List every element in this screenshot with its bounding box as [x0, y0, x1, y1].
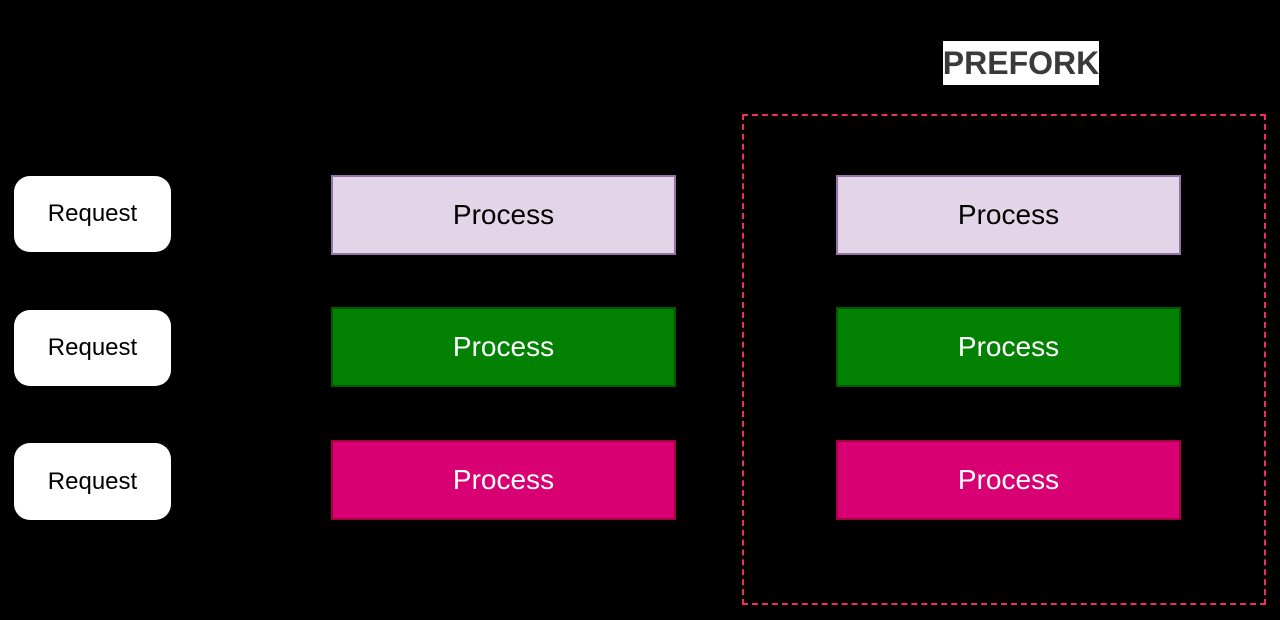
request-box: Request — [14, 310, 171, 386]
process-box-prefork: Process — [836, 440, 1181, 520]
process-label: Process — [957, 199, 1060, 230]
process-label: Process — [957, 331, 1060, 362]
request-label: Request — [47, 467, 138, 495]
request-box: Request — [14, 443, 171, 520]
request-label: Request — [47, 200, 138, 227]
prefork-group-outline — [742, 114, 1266, 605]
process-box-middle: Process — [331, 175, 676, 255]
prefork-title: PREFORK — [943, 41, 1099, 85]
request-box: Request — [14, 176, 171, 252]
prefork-title-label: PREFORK — [942, 44, 1100, 81]
request-label: Request — [47, 334, 138, 361]
process-label: Process — [957, 464, 1060, 495]
process-box-prefork: Process — [836, 307, 1181, 387]
process-label: Process — [452, 464, 555, 495]
process-box-prefork: Process — [836, 175, 1181, 255]
process-label: Process — [452, 331, 555, 362]
process-label: Process — [452, 199, 555, 230]
process-box-middle: Process — [331, 440, 676, 520]
process-box-middle: Process — [331, 307, 676, 387]
